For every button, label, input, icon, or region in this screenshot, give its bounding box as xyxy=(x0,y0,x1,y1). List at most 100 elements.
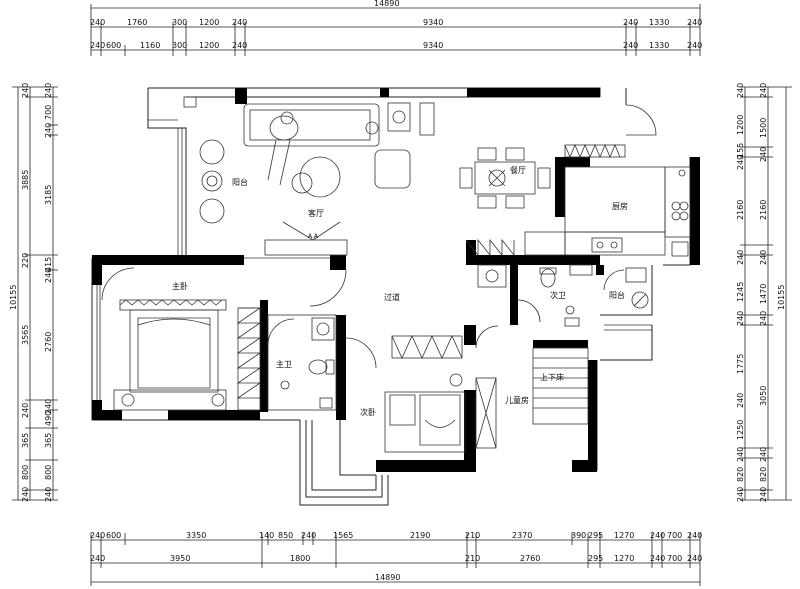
room-label-master-bedroom: 主卧 xyxy=(172,281,188,291)
dim-left-r1-4: 240 xyxy=(21,403,30,418)
dining-furniture xyxy=(459,147,551,209)
dim-bot-r1-15: 240 xyxy=(687,531,702,540)
master-bath-fixtures xyxy=(267,314,337,411)
dim-left-r1-7: 240 xyxy=(21,487,30,502)
room-label-utility-balcony: 阳台 xyxy=(609,290,625,300)
tv-cabinet-icon xyxy=(264,239,348,256)
dim-top-r2-3: 300 xyxy=(172,41,187,50)
dim-right-r2-6: 240 xyxy=(759,311,768,326)
stove-burner-icon xyxy=(679,211,689,221)
kitchen-furniture xyxy=(465,104,691,257)
toilet-icon xyxy=(540,268,556,288)
dim-bot-r1-13: 240 xyxy=(650,531,665,540)
dim-left-r2-10: 800 xyxy=(44,465,53,480)
dim-top-r1-4: 240 xyxy=(232,18,247,27)
dim-top-r1-6: 240 xyxy=(623,18,638,27)
dim-left-r1-1: 3885 xyxy=(21,170,30,190)
lamp-icon xyxy=(449,373,463,387)
dim-right-r2-1: 1500 xyxy=(759,118,768,138)
dim-bot-r1-9: 2370 xyxy=(512,531,532,540)
dim-bot-r2-5: 295 xyxy=(588,554,603,563)
stove-burner-icon xyxy=(671,211,681,221)
dim-top-r1-1: 1760 xyxy=(127,18,147,27)
stove-burner-icon xyxy=(679,201,689,211)
dim-right-r1-4: 2160 xyxy=(736,200,745,220)
dim-right-r2-8: 240 xyxy=(759,447,768,462)
dim-top-r2-0: 240 xyxy=(90,41,105,50)
dim-left-r1-6: 800 xyxy=(21,465,30,480)
dim-top-r2-8: 1330 xyxy=(649,41,669,50)
cabinet-icon xyxy=(391,335,463,359)
washbasin-icon xyxy=(311,317,335,341)
dim-right-r1-12: 820 xyxy=(736,467,745,482)
dim-right-r2-4: 240 xyxy=(759,250,768,265)
dim-top-r2-2: 1160 xyxy=(140,41,160,50)
second-bath-fixtures xyxy=(477,264,652,331)
dim-right-r1-10: 1250 xyxy=(736,420,745,440)
dim-right-r2-3: 2160 xyxy=(759,200,768,220)
dim-top-r1-8: 240 xyxy=(687,18,702,27)
bunk-bed-icon xyxy=(532,347,589,425)
dim-top-r2-6: 9340 xyxy=(423,41,443,50)
dim-right-r2-7: 3050 xyxy=(759,386,768,406)
room-label-dining: 餐厅 xyxy=(510,166,526,175)
dim-top-r2-7: 240 xyxy=(623,41,638,50)
dim-top-r1-7: 1330 xyxy=(649,18,669,27)
dim-right-r1-6: 1245 xyxy=(736,282,745,302)
dim-bot-r1-0: 240 xyxy=(90,531,105,540)
dim-right-r1-8: 1775 xyxy=(736,354,745,374)
dim-right-r1-2: 155 xyxy=(736,143,745,158)
kids-room-furniture xyxy=(475,347,589,449)
dim-bot-r1-7: 2190 xyxy=(410,531,430,540)
room-label-second-bedroom: 次卧 xyxy=(360,407,376,417)
dim-bot-r2-7: 240 xyxy=(650,554,665,563)
dim-right-total: 10155 xyxy=(777,285,786,310)
dim-left-r2-3: 3185 xyxy=(44,185,53,205)
chair-icon xyxy=(199,198,225,224)
dim-right-r2-0: 240 xyxy=(759,83,768,98)
chair-icon xyxy=(199,139,225,165)
second-bedroom-furniture xyxy=(309,269,499,453)
dim-bot-r2-8: 700 xyxy=(667,554,682,563)
living-area-furniture: A.A xyxy=(148,96,435,259)
dim-bot-r1-3: 140 xyxy=(259,531,274,540)
dim-bot-r1-10: 390 xyxy=(571,531,586,540)
dim-left-r2-11: 240 xyxy=(44,487,53,502)
ottoman-icon xyxy=(374,149,411,189)
room-label-master-bath: 主卫 xyxy=(276,359,292,369)
dim-bot-r1-11: 295 xyxy=(588,531,603,540)
dim-right-r1-1: 1200 xyxy=(736,115,745,135)
dim-bot-r2-9: 240 xyxy=(687,554,702,563)
dim-right-r2-9: 820 xyxy=(759,467,768,482)
dim-right-r1-0: 240 xyxy=(736,83,745,98)
lamp-icon xyxy=(121,393,135,407)
dim-bot-r2-3: 210 xyxy=(465,554,480,563)
dim-right-r1-7: 240 xyxy=(736,311,745,326)
stove-burner-icon xyxy=(671,201,681,211)
dim-top-total: 14890 xyxy=(374,0,399,8)
dim-top-r1-0: 240 xyxy=(90,18,105,27)
room-label-kids-room: 儿童房 xyxy=(505,395,529,405)
dim-bot-r2-2: 1800 xyxy=(290,554,310,563)
dim-left-r2-2: 240 xyxy=(44,123,53,138)
dim-left-r1-3: 3565 xyxy=(21,325,30,345)
dim-bot-r2-6: 1270 xyxy=(614,554,634,563)
dim-top-r2-4: 1200 xyxy=(199,41,219,50)
dining-table-icon xyxy=(474,161,536,195)
dim-right-r1-13: 240 xyxy=(736,487,745,502)
tv-label: A.A xyxy=(308,233,319,240)
dim-bot-r1-4: 850 xyxy=(278,531,293,540)
room-label-bunk-bed: 上下床 xyxy=(540,372,564,382)
dim-bot-r1-5: 240 xyxy=(301,531,316,540)
round-table-icon xyxy=(201,170,223,192)
room-label-balcony: 阳台 xyxy=(232,177,248,187)
dim-top-r2-1: 600 xyxy=(106,41,121,50)
dim-left-r2-0: 240 xyxy=(44,83,53,98)
dim-bot-r2-0: 240 xyxy=(90,554,105,563)
room-label-second-bath: 次卫 xyxy=(550,290,566,300)
dim-bot-r2-1: 3950 xyxy=(170,554,190,563)
toilet-icon xyxy=(308,359,328,375)
double-bed-icon xyxy=(129,309,219,393)
dim-left-r2-5: 240 xyxy=(44,268,53,283)
